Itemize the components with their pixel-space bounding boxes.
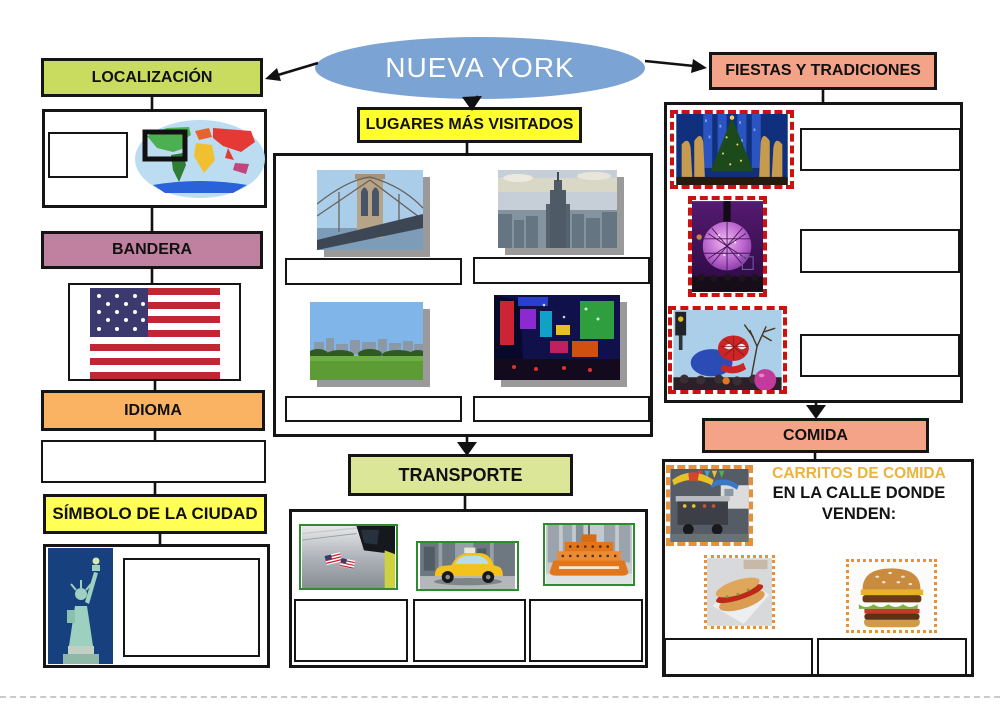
parade-balloon-photo bbox=[668, 306, 787, 394]
transporte-label: TRANSPORTE bbox=[398, 464, 523, 485]
central-park-photo bbox=[310, 302, 423, 380]
subway-photo bbox=[299, 524, 398, 590]
central-topic-label: NUEVA YORK bbox=[385, 52, 575, 83]
answer-box-transporte-1[interactable] bbox=[294, 599, 408, 662]
answer-box-idioma[interactable] bbox=[41, 440, 266, 483]
brooklyn-bridge-photo bbox=[317, 170, 423, 250]
answer-box-fiestas-1[interactable] bbox=[800, 128, 961, 171]
answer-box-simbolo[interactable] bbox=[123, 558, 260, 657]
fiestas-label: FIESTAS Y TRADICIONES bbox=[725, 62, 921, 79]
central-topic-bubble: NUEVA YORK bbox=[315, 37, 645, 99]
world-map-image bbox=[133, 118, 267, 200]
hamburger-photo bbox=[846, 559, 937, 633]
lugares-label: LUGARES MÁS VISITADOS bbox=[365, 116, 574, 133]
taxi-photo bbox=[416, 541, 519, 591]
answer-box-transporte-2[interactable] bbox=[413, 599, 526, 662]
bandera-header: BANDERA bbox=[41, 231, 263, 269]
empire-state-photo bbox=[498, 170, 617, 248]
hot-dog-photo bbox=[704, 555, 775, 629]
answer-box-lugares-4[interactable] bbox=[473, 396, 650, 422]
comida-header: COMIDA bbox=[702, 418, 929, 453]
answer-box-lugares-3[interactable] bbox=[285, 396, 462, 422]
answer-box-localizacion[interactable] bbox=[48, 132, 128, 178]
simbolo-label: SÍMBOLO DE LA CIUDAD bbox=[52, 504, 258, 523]
bandera-label: BANDERA bbox=[112, 241, 192, 258]
transporte-header: TRANSPORTE bbox=[348, 454, 573, 496]
answer-box-comida-2[interactable] bbox=[817, 638, 967, 676]
answer-box-lugares-2[interactable] bbox=[473, 257, 650, 284]
answer-box-fiestas-2[interactable] bbox=[800, 229, 960, 273]
ferry-photo bbox=[543, 523, 635, 586]
comida-note: CARRITOS DE COMIDA EN LA CALLE DONDE VEN… bbox=[758, 464, 960, 552]
answer-box-comida-1[interactable] bbox=[664, 638, 813, 676]
statue-of-liberty-image bbox=[48, 548, 113, 664]
answer-box-transporte-3[interactable] bbox=[529, 599, 643, 662]
localizacion-header: LOCALIZACIÓN bbox=[41, 58, 263, 97]
page-bottom-dashed-line bbox=[0, 696, 1000, 698]
new-year-ball-photo bbox=[688, 196, 767, 297]
answer-box-lugares-1[interactable] bbox=[285, 258, 462, 285]
fiestas-header: FIESTAS Y TRADICIONES bbox=[709, 52, 937, 90]
idioma-label: IDIOMA bbox=[124, 401, 182, 419]
idioma-header: IDIOMA bbox=[41, 390, 265, 431]
localizacion-label: LOCALIZACIÓN bbox=[91, 68, 213, 86]
comida-label: COMIDA bbox=[783, 426, 848, 444]
comida-note-text: EN LA CALLE DONDE VENDEN: bbox=[772, 484, 946, 523]
christmas-tree-photo bbox=[670, 110, 794, 189]
comida-note-highlight: CARRITOS DE COMIDA bbox=[772, 465, 946, 482]
food-cart-photo bbox=[666, 465, 753, 546]
answer-box-fiestas-3[interactable] bbox=[800, 334, 960, 377]
simbolo-header: SÍMBOLO DE LA CIUDAD bbox=[43, 494, 267, 534]
times-square-photo bbox=[494, 295, 620, 380]
us-flag-image bbox=[90, 288, 220, 379]
lugares-header: LUGARES MÁS VISITADOS bbox=[357, 107, 582, 143]
